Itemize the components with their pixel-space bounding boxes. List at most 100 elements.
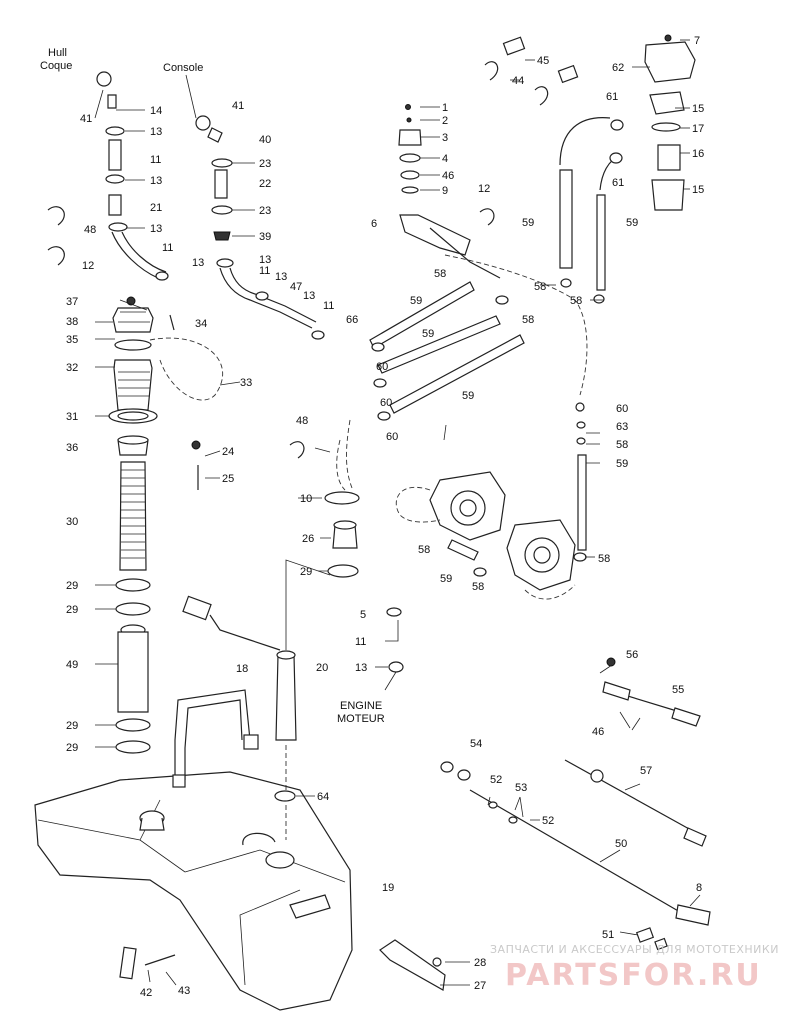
callout-14: 14 <box>150 105 162 117</box>
callout-52: 52 <box>542 815 554 827</box>
callout-24: 24 <box>222 446 234 458</box>
label-console: Console <box>163 62 203 74</box>
callout-15: 15 <box>692 184 704 196</box>
callout-62: 62 <box>612 62 624 74</box>
callout-61: 61 <box>606 91 618 103</box>
callout-31: 31 <box>66 411 78 423</box>
callout-59: 59 <box>462 390 474 402</box>
callout-13: 13 <box>150 223 162 235</box>
callout-8: 8 <box>696 882 702 894</box>
callout-50: 50 <box>615 838 627 850</box>
callout-4: 4 <box>442 153 448 165</box>
callout-20: 20 <box>316 662 328 674</box>
carburetors <box>429 471 587 591</box>
callout-36: 36 <box>66 442 78 454</box>
callout-29: 29 <box>300 566 312 578</box>
callout-6: 6 <box>371 218 377 230</box>
callout-40: 40 <box>259 134 271 146</box>
callout-15: 15 <box>692 103 704 115</box>
callout-59: 59 <box>410 295 422 307</box>
callout-63: 63 <box>616 421 628 433</box>
callout-2: 2 <box>442 115 448 127</box>
callout-32: 32 <box>66 362 78 374</box>
label-coque: Coque <box>40 60 72 72</box>
fuel-lines-59 <box>369 169 606 551</box>
callout-23: 23 <box>259 158 271 170</box>
callout-58: 58 <box>522 314 534 326</box>
callout-7: 7 <box>694 35 700 47</box>
label-hull: Hull <box>48 47 67 59</box>
callout-60: 60 <box>616 403 628 415</box>
label-moteur: MOTEUR <box>337 713 385 725</box>
hull-vent-line <box>96 71 169 281</box>
text-labels: Hull Coque Console ENGINE MOTEUR <box>40 47 385 725</box>
watermark-tagline: ЗАПЧАСТИ И АКСЕССУАРЫ ДЛЯ МОТОТЕХНИКИ <box>490 943 779 956</box>
callout-13: 13 <box>259 254 271 266</box>
callout-58: 58 <box>570 295 582 307</box>
callout-28: 28 <box>474 957 486 969</box>
callout-1: 1 <box>442 102 448 114</box>
callout-18: 18 <box>236 663 248 675</box>
callout-66: 66 <box>346 314 358 326</box>
callout-38: 38 <box>66 316 78 328</box>
fuel-filter <box>644 34 696 211</box>
callout-60: 60 <box>380 397 392 409</box>
callout-29: 29 <box>66 742 78 754</box>
clip-45a <box>502 36 526 56</box>
callout-13: 13 <box>355 662 367 674</box>
callout-44: 44 <box>512 75 524 87</box>
callout-5: 5 <box>360 609 366 621</box>
callout-22: 22 <box>259 178 271 190</box>
callout-33: 33 <box>240 377 252 389</box>
callout-27: 27 <box>474 980 486 992</box>
callout-11: 11 <box>150 154 161 166</box>
callout-17: 17 <box>692 123 704 135</box>
callout-39: 39 <box>259 231 271 243</box>
callout-51: 51 <box>602 929 614 941</box>
callout-12: 12 <box>478 183 490 195</box>
callout-59: 59 <box>440 573 452 585</box>
callout-30: 30 <box>66 516 78 528</box>
pickup-tube-18 <box>174 689 251 780</box>
callout-29: 29 <box>66 604 78 616</box>
callout-45: 45 <box>537 55 549 67</box>
callout-58: 58 <box>534 281 546 293</box>
callout-10: 10 <box>300 493 312 505</box>
callout-60: 60 <box>376 361 388 373</box>
filler-neck-assembly <box>108 296 158 754</box>
callout-52: 52 <box>490 774 502 786</box>
callout-29: 29 <box>66 720 78 732</box>
tether-33 <box>149 337 224 401</box>
callout-13: 13 <box>303 290 315 302</box>
callout-41: 41 <box>80 113 92 125</box>
callout-61: 61 <box>612 177 624 189</box>
callout-11: 11 <box>355 636 366 648</box>
callout-12: 12 <box>82 260 94 272</box>
callout-26: 26 <box>302 533 314 545</box>
callout-34: 34 <box>195 318 207 330</box>
fuel-sender-20 <box>182 559 331 802</box>
watermark-logo: PARTSFOR.RU <box>505 958 762 993</box>
callout-57: 57 <box>640 765 652 777</box>
callout-58: 58 <box>598 553 610 565</box>
console-vent-line <box>195 115 325 340</box>
callout-35: 35 <box>66 334 78 346</box>
callout-64: 64 <box>317 791 329 803</box>
cables <box>440 657 711 951</box>
callout-29: 29 <box>66 580 78 592</box>
callout-58: 58 <box>616 439 628 451</box>
callout-19: 19 <box>382 882 394 894</box>
callout-58: 58 <box>434 268 446 280</box>
callout-55: 55 <box>672 684 684 696</box>
callout-48: 48 <box>296 415 308 427</box>
callout-46: 46 <box>592 726 604 738</box>
callout-numbers: 7 62 45 44 61 15 17 16 61 15 59 59 1 2 3… <box>66 35 704 999</box>
callout-43: 43 <box>178 985 190 997</box>
callout-13: 13 <box>275 271 287 283</box>
callout-21: 21 <box>150 202 162 214</box>
callout-41: 41 <box>232 100 244 112</box>
callout-59: 59 <box>422 328 434 340</box>
callout-59: 59 <box>626 217 638 229</box>
leader-lines <box>94 39 701 986</box>
